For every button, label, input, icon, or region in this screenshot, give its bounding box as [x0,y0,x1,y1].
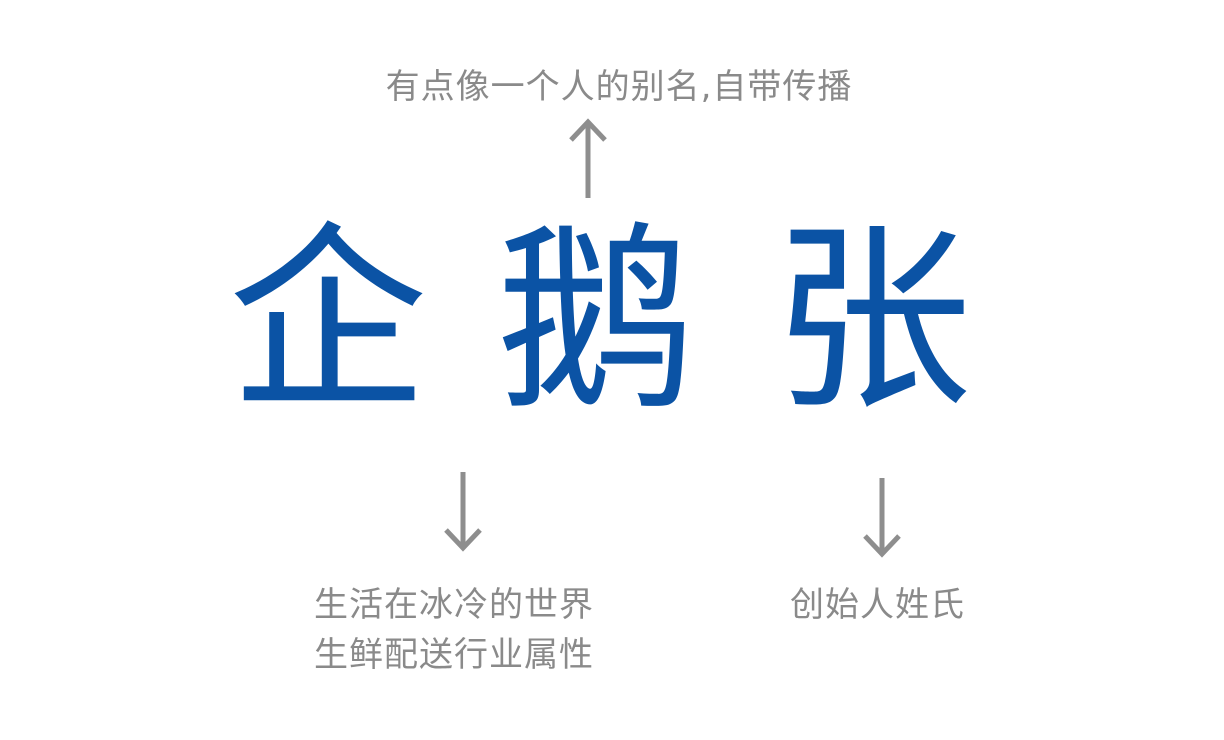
meaning-note-right: 创始人姓氏 [790,585,965,625]
arrow-down-left-icon [444,472,482,552]
arrow-up-icon [569,118,607,198]
arrow-down-right-icon [863,478,901,558]
meaning-note-left-line-1: 生活在冰冷的世界 [314,585,594,625]
meaning-note-left-line-2: 生鲜配送行业属性 [314,635,594,675]
brand-char-2: 鹅 [496,205,697,438]
meaning-note-left: 生活在冰冷的世界 生鲜配送行业属性 [314,580,594,680]
brand-char-3: 张 [772,205,973,438]
brand-char-1: 企 [228,205,429,438]
origin-note: 有点像一个人的别名,自带传播 [385,67,853,107]
